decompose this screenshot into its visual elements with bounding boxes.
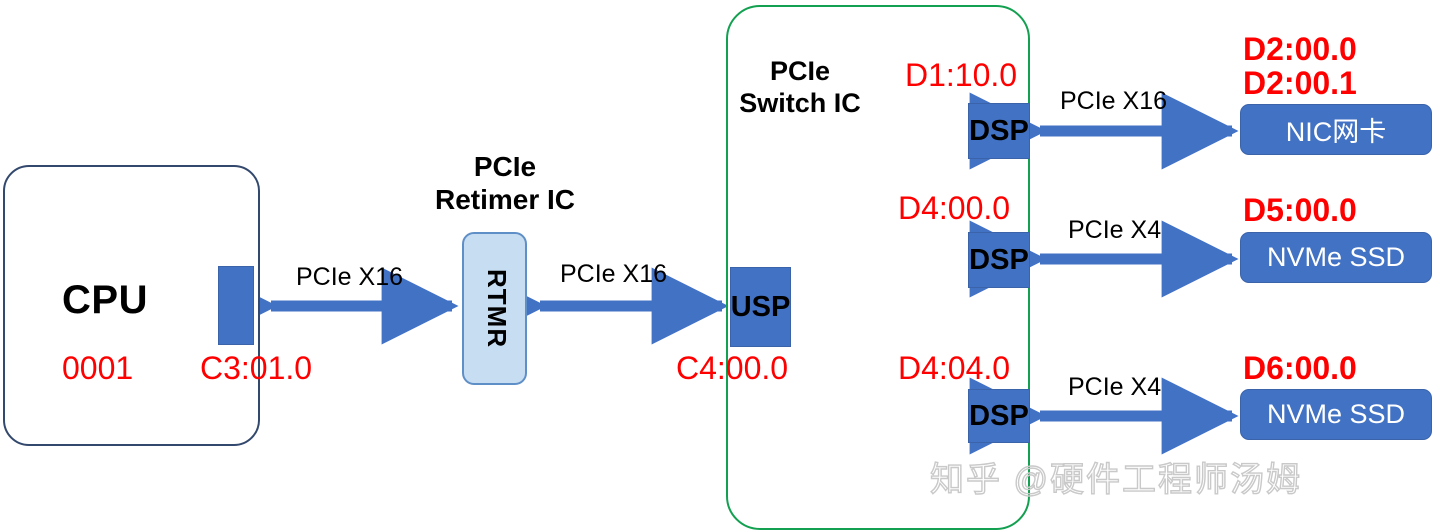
link-label-dsp1-nic: PCIe X16 xyxy=(1060,87,1168,115)
link-label-dsp2-ssd1: PCIe X4 xyxy=(1068,216,1162,244)
link-label-dsp3-ssd2: PCIe X4 xyxy=(1068,373,1162,401)
switch-downstream-port-2-bdf: D4:00.0 xyxy=(898,190,1011,226)
switch-downstream-port-3-bdf: D4:04.0 xyxy=(898,350,1011,386)
watermark: 知乎 @硬件工程师汤姆 xyxy=(929,460,1302,499)
ssd2-bdf-label: D6:00.0 xyxy=(1243,350,1357,386)
link-label-cpu-retimer: PCIe X16 xyxy=(296,263,404,291)
switch-downstream-port-2: DSP xyxy=(968,232,1030,288)
cpu-id-label: 0001 xyxy=(62,350,134,386)
nic-bdf-labels: D2:00.0 D2:00.1 xyxy=(1243,31,1357,101)
nic-bdf-line1: D2:00.0 xyxy=(1243,31,1357,67)
cpu-label: CPU xyxy=(62,278,148,322)
pcie-switch-title-line2: Switch IC xyxy=(739,88,861,119)
pcie-switch-title: PCIe Switch IC xyxy=(724,55,876,120)
nic-bdf-line2: D2:00.1 xyxy=(1243,64,1357,101)
switch-downstream-port-1-bdf: D1:10.0 xyxy=(905,57,1018,93)
retimer-title-line1: PCIe xyxy=(473,151,537,182)
pcie-switch-title-line1: PCIe xyxy=(769,56,831,86)
cpu-root-port-block xyxy=(218,266,254,345)
link-label-retimer-usp: PCIe X16 xyxy=(560,260,668,288)
switch-downstream-port-1: DSP xyxy=(968,103,1030,159)
nvme-ssd-device-1: NVMe SSD xyxy=(1240,232,1432,283)
retimer-chip: RTMR xyxy=(462,232,527,385)
switch-upstream-port-bdf: C4:00.0 xyxy=(676,350,789,386)
switch-downstream-port-3: DSP xyxy=(968,389,1030,443)
nvme-ssd-device-2: NVMe SSD xyxy=(1240,389,1432,440)
switch-upstream-port: USP xyxy=(730,267,791,347)
cpu-enclosure xyxy=(3,165,260,446)
ssd1-bdf-label: D5:00.0 xyxy=(1243,192,1357,228)
retimer-title: PCIe Retimer IC xyxy=(400,150,610,216)
cpu-root-port-bdf: C3:01.0 xyxy=(200,350,313,386)
retimer-chip-label: RTMR xyxy=(482,268,512,349)
retimer-title-line2: Retimer IC xyxy=(434,184,576,216)
nic-device: NIC网卡 xyxy=(1240,104,1432,155)
